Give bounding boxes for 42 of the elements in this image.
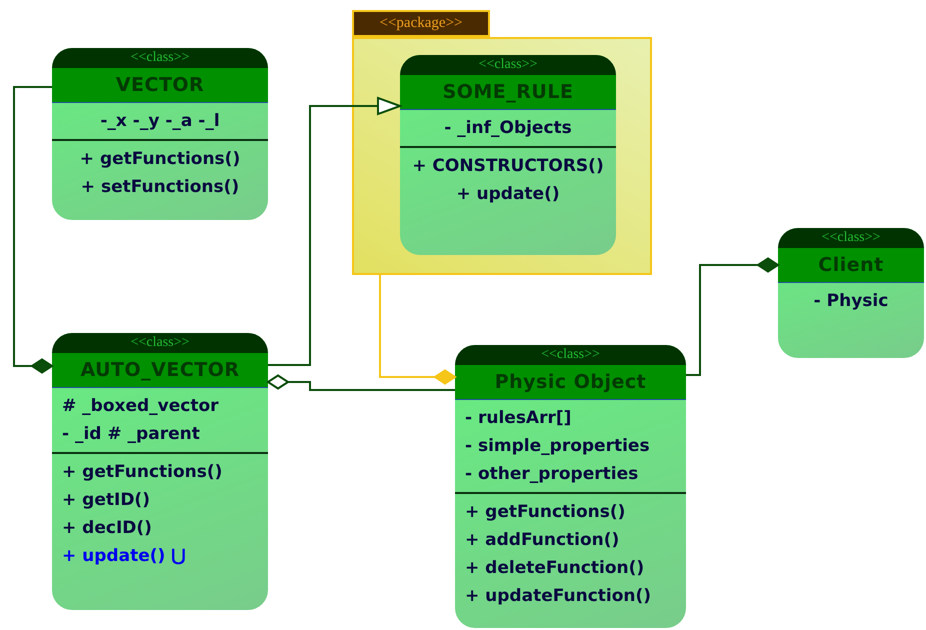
package-tab: <<package>> [352,10,490,37]
method-text: + getFunctions() [62,461,222,484]
stereotype-label: <<class>> [778,228,924,248]
method-text: + update() ⋃ [62,545,186,568]
connector-line [379,275,456,384]
stereotype-label: <<class>> [52,333,268,353]
method-text: + setFunctions() [80,176,240,199]
method-text: + CONSTRUCTORS() [412,155,604,178]
connector-line [686,258,779,376]
attribute-text: - _id # _parent [62,423,200,446]
method-text: + decID() [62,517,152,540]
connector-line [268,97,401,366]
connector-line [13,86,53,374]
class-box [52,48,268,220]
method-text: + getFunctions() [80,148,240,171]
attribute-text: -_x -_y -_a -_l [100,110,220,133]
attribute-text: - _inf_Objects [444,117,572,140]
attribute-text: - simple_properties [465,435,650,458]
attribute-text: # _boxed_vector [62,395,219,418]
method-text: + getFunctions() [465,501,626,524]
method-text: + getID() [62,489,150,512]
class-box [52,333,268,610]
class-name: VECTOR [52,68,268,103]
attribute-text: - rulesArr[] [465,407,572,430]
stereotype-label: <<class>> [400,55,616,75]
class-box [455,345,686,628]
attribute-text: - Physic [814,290,888,313]
attribute-text: - other_properties [465,463,638,486]
class-name: SOME_RULE [400,75,616,110]
package-frame [352,10,652,275]
stereotype-label: <<class>> [52,48,268,68]
class-name: Client [778,248,924,283]
method-text: + deleteFunction() [465,557,644,580]
connector-line [267,374,455,391]
class-box [400,55,616,255]
class-name: Physic Object [455,365,686,400]
method-text: + updateFunction() [465,585,652,608]
method-text: + addFunction() [465,529,620,552]
method-text: + update() [456,183,560,206]
class-box [778,228,924,358]
class-name: AUTO_VECTOR [52,353,268,388]
stereotype-label: <<class>> [455,345,686,365]
